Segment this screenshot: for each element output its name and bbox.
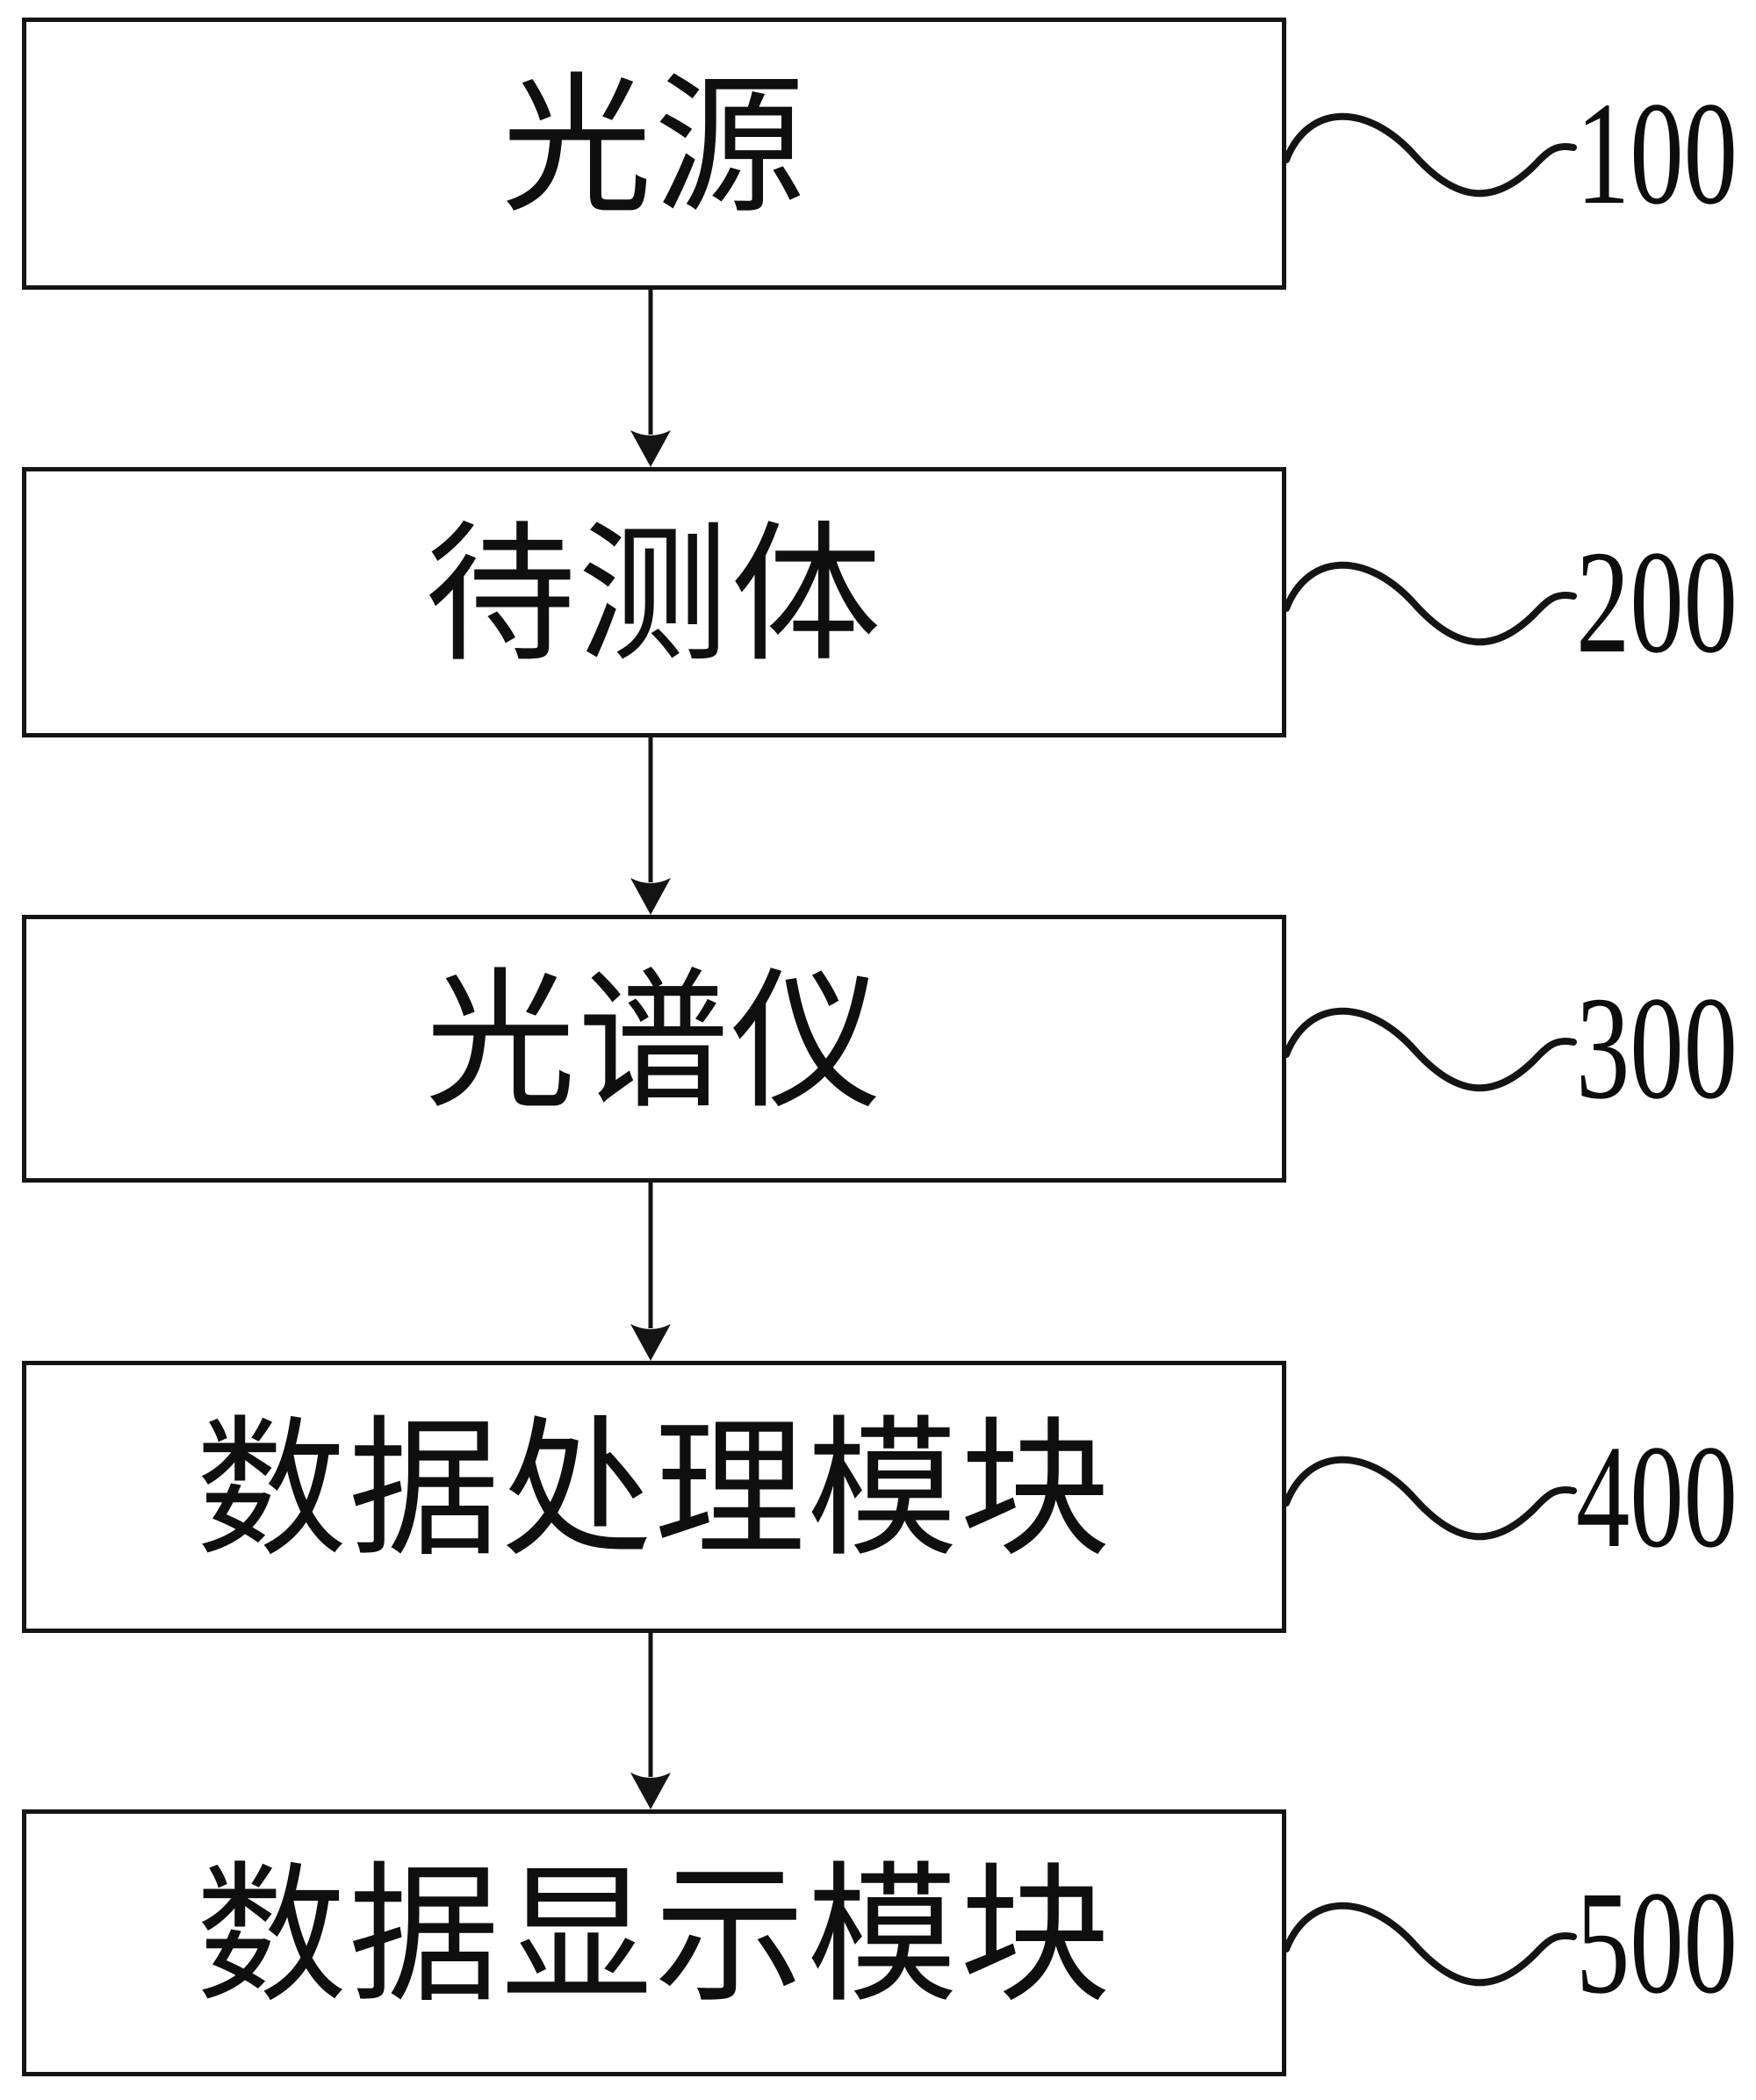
block-light-source: 光源 bbox=[22, 18, 1286, 290]
leader-wave-500 bbox=[1284, 1902, 1577, 1987]
leader-wave-300 bbox=[1284, 1007, 1577, 1092]
reference-number-100: 100 bbox=[1576, 72, 1738, 235]
block-data-processing-module: 数据处理模块 bbox=[22, 1361, 1286, 1633]
arrow-head bbox=[630, 430, 671, 467]
block-light-source-label: 光源 bbox=[501, 65, 807, 232]
reference-number-200: 200 bbox=[1576, 521, 1738, 684]
leader-wave-400 bbox=[1284, 1456, 1577, 1541]
reference-number-500: 500 bbox=[1576, 1861, 1738, 2024]
block-spectrometer-label: 光谱仪 bbox=[425, 960, 883, 1127]
block-object-under-test-label: 待测体 bbox=[425, 514, 883, 680]
leader-wave-100 bbox=[1284, 112, 1577, 198]
flow-arrow-1 bbox=[630, 290, 671, 467]
block-data-display-module: 数据显示模块 bbox=[22, 1809, 1286, 2076]
leader-wave-200 bbox=[1284, 561, 1577, 646]
block-spectrometer: 光谱仪 bbox=[22, 915, 1286, 1183]
arrow-head bbox=[630, 1773, 671, 1809]
reference-number-300: 300 bbox=[1576, 967, 1738, 1130]
reference-number-400: 400 bbox=[1576, 1415, 1738, 1579]
flow-arrow-4 bbox=[630, 1633, 671, 1809]
block-data-display-module-label: 数据显示模块 bbox=[196, 1854, 1112, 2021]
arrow-head bbox=[630, 878, 671, 915]
flow-arrow-3 bbox=[630, 1183, 671, 1361]
block-object-under-test: 待测体 bbox=[22, 467, 1286, 737]
flow-arrow-2 bbox=[630, 737, 671, 915]
block-data-processing-module-label: 数据处理模块 bbox=[196, 1408, 1112, 1575]
arrow-head bbox=[630, 1324, 671, 1361]
